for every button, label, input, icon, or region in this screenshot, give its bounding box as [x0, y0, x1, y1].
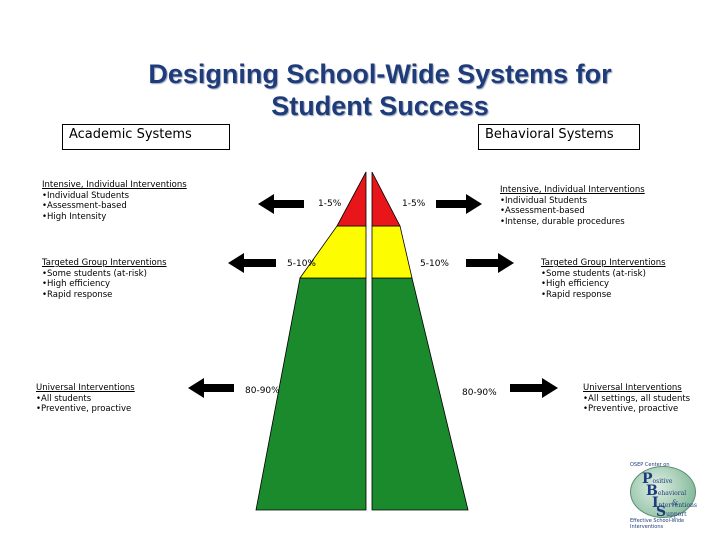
logo-top-text: OSEP Center on [630, 462, 670, 468]
logo-line-interventions: Interventions [652, 495, 697, 511]
arrow-right-targeted [466, 253, 514, 273]
academic-universal-heading: Universal Interventions [36, 383, 135, 393]
behavioral-targeted-item-3: •Rapid response [541, 289, 612, 300]
pbis-logo: OSEP Center on Positive Behavioral Inter… [626, 462, 698, 530]
behavioral-universal-block: Universal Interventions •All settings, a… [583, 383, 690, 415]
academic-intensive-item-3: •High Intensity [42, 211, 107, 222]
academic-targeted-item-3: •Rapid response [42, 289, 113, 300]
behavioral-targeted-item-2: •High efficiency [541, 279, 610, 289]
behavioral-universal-item-2: •Preventive, proactive [583, 404, 679, 414]
behavioral-intensive-heading: Intensive, Individual Interventions [500, 185, 645, 195]
logo-amp: & [672, 499, 679, 507]
academic-universal-item-1: •All students [36, 393, 92, 404]
academic-intensive-item-1: •Individual Students [42, 190, 130, 201]
pct-left-targeted: 5-10% [287, 259, 316, 269]
academic-targeted-item-2: •High efficiency [42, 279, 111, 289]
logo-line-support: Support [656, 504, 687, 520]
behavioral-targeted-item-1: •Some students (at-risk) [541, 268, 646, 279]
pct-right-intensive: 1-5% [402, 199, 426, 209]
behavioral-intensive-item-3: •Intense, durable procedures [500, 216, 625, 227]
academic-systems-label: Academic Systems [62, 124, 230, 150]
academic-intensive-block: Intensive, Individual Interventions •Ind… [42, 180, 187, 222]
academic-targeted-block: Targeted Group Interventions •Some stude… [42, 258, 167, 300]
pct-left-universal: 80-90% [245, 386, 280, 396]
academic-targeted-item-1: •Some students (at-risk) [42, 268, 147, 279]
behavioral-intensive-block: Intensive, Individual Interventions •Ind… [500, 185, 645, 227]
pct-right-targeted: 5-10% [420, 259, 449, 269]
academic-universal-block: Universal Interventions •All students •P… [36, 383, 135, 415]
academic-tier-intensive [336, 171, 367, 227]
behavioral-intensive-item-1: •Individual Students [500, 195, 588, 206]
behavioral-universal-item-1: •All settings, all students [583, 393, 691, 404]
behavioral-systems-label: Behavioral Systems [478, 124, 640, 150]
behavioral-tier-targeted [371, 225, 413, 279]
behavioral-intensive-item-2: •Assessment-based [500, 206, 585, 216]
logo-line-positive: Positive [642, 471, 673, 487]
pct-right-universal: 80-90% [462, 388, 497, 398]
arrow-left-universal [188, 378, 234, 398]
arrow-right-universal [510, 378, 558, 398]
arrow-left-intensive [258, 194, 304, 214]
page-title: Designing School-Wide Systems for Studen… [100, 58, 660, 122]
behavioral-targeted-heading: Targeted Group Interventions [541, 258, 666, 268]
logo-bottom-text: Effective School-Wide Interventions [630, 518, 685, 530]
behavioral-tier-universal [371, 277, 469, 511]
academic-intensive-item-2: •Assessment-based [42, 201, 127, 211]
academic-tier-targeted [299, 225, 367, 279]
title-line-2: Student Success [271, 91, 489, 121]
academic-universal-item-2: •Preventive, proactive [36, 404, 132, 414]
academic-targeted-heading: Targeted Group Interventions [42, 258, 167, 268]
behavioral-universal-heading: Universal Interventions [583, 383, 682, 393]
pct-left-intensive: 1-5% [318, 199, 342, 209]
behavioral-targeted-block: Targeted Group Interventions •Some stude… [541, 258, 666, 300]
academic-intensive-heading: Intensive, Individual Interventions [42, 180, 187, 190]
arrow-left-targeted [228, 253, 276, 273]
arrow-right-intensive [436, 194, 482, 214]
logo-line-behavioral: Behavioral [646, 483, 687, 499]
logo-circle [630, 466, 696, 518]
behavioral-tier-intensive [371, 171, 401, 227]
title-line-1: Designing School-Wide Systems for [148, 59, 612, 89]
